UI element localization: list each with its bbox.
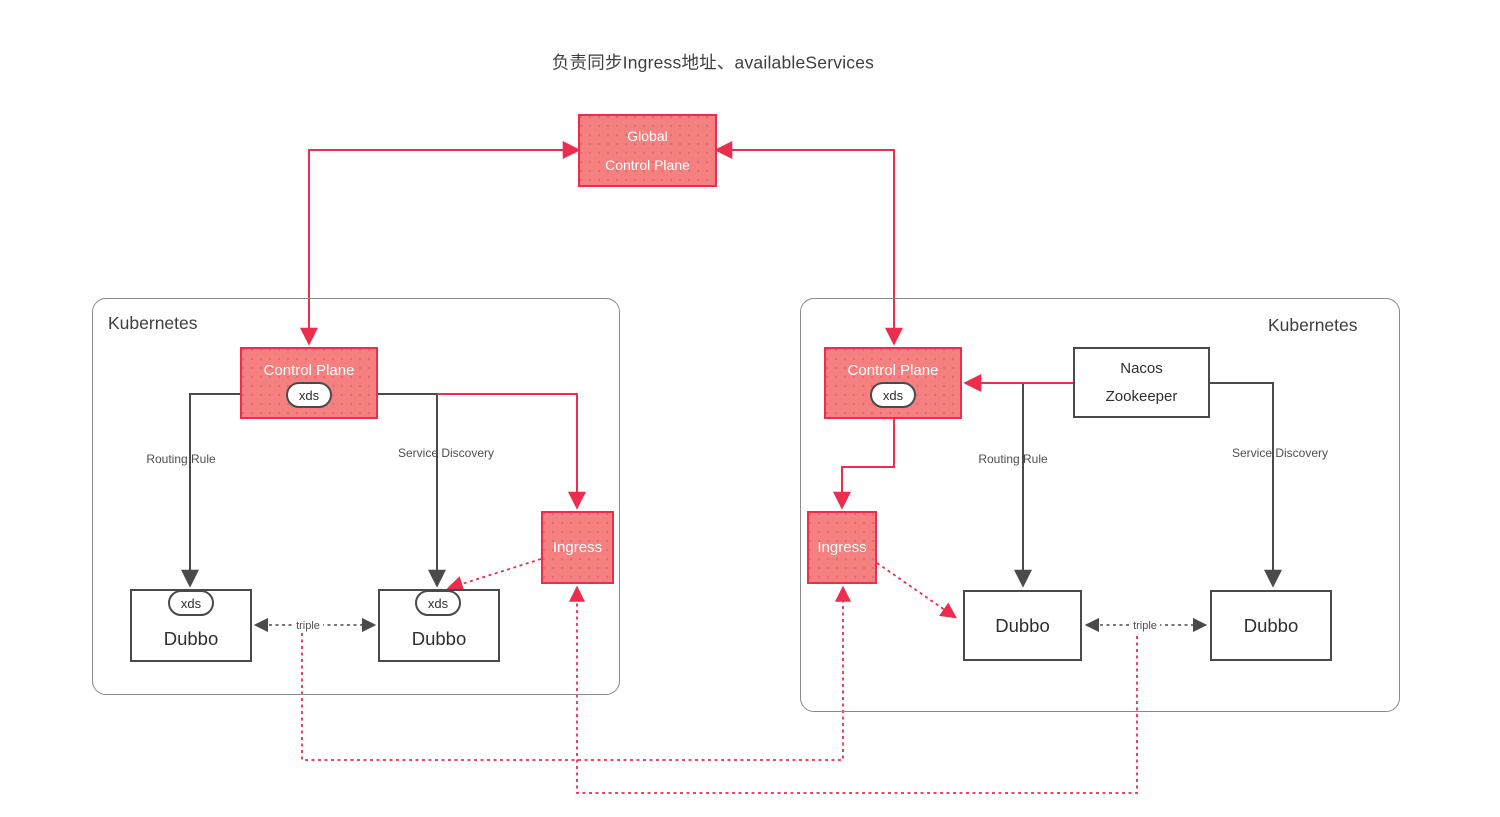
right-triple-label: triple — [1130, 620, 1160, 632]
xds-label: xds — [180, 595, 202, 611]
left-service-discovery-label: Service Discovery — [397, 446, 495, 460]
right-dubbo-a-label: Dubbo — [995, 614, 1050, 636]
right-dubbo-a-node: Dubbo — [963, 590, 1082, 661]
diagram-title: 负责同步Ingress地址、availableServices — [551, 52, 875, 73]
edge-global-to-left-control-plane — [300, 141, 581, 346]
left-routing-rule-label: Routing Rule — [146, 452, 216, 466]
right-kubernetes-cluster — [800, 298, 1400, 712]
left-control-plane-xds-badge: xds — [286, 382, 332, 408]
registry-line2: Zookeeper — [1105, 388, 1178, 405]
left-cluster-label: Kubernetes — [108, 313, 198, 333]
global-control-plane-line1: Global — [627, 128, 668, 145]
left-ingress-node: Ingress — [541, 511, 614, 584]
global-control-plane-node: Global Control Plane — [578, 114, 717, 187]
registry-node: Nacos Zookeeper — [1073, 347, 1210, 418]
right-routing-rule-label: Routing Rule — [978, 452, 1048, 466]
right-control-plane-xds-badge: xds — [870, 382, 916, 408]
left-dubbo-b-xds-badge: xds — [415, 590, 461, 616]
edge-right-cp-to-ingress — [833, 419, 895, 510]
left-dubbo-b-node: Dubbo — [378, 589, 500, 662]
right-control-plane-label: Control Plane — [847, 362, 939, 379]
right-ingress-node: Ingress — [807, 511, 877, 584]
registry-line1: Nacos — [1120, 360, 1163, 377]
left-dubbo-a-xds-badge: xds — [168, 590, 214, 616]
right-ingress-label: Ingress — [817, 539, 867, 556]
edge-right-triple-to-left-ingress — [568, 585, 1138, 794]
xds-label: xds — [427, 595, 449, 611]
xds-label: xds — [882, 387, 904, 403]
left-triple-label: triple — [293, 620, 323, 632]
edge-right-service-discovery — [1210, 382, 1282, 588]
edge-left-ingress-to-dubbo — [446, 558, 542, 592]
edge-global-to-right-control-plane — [714, 141, 903, 346]
left-kubernetes-cluster — [92, 298, 620, 695]
right-dubbo-b-node: Dubbo — [1210, 590, 1332, 661]
right-service-discovery-label: Service Discovery — [1231, 446, 1329, 460]
edge-left-triple-to-right-ingress — [301, 585, 852, 761]
left-dubbo-a-label: Dubbo — [163, 627, 219, 649]
xds-label: xds — [298, 387, 320, 403]
edge-right-ingress-to-dubbo — [876, 562, 957, 619]
right-dubbo-b-label: Dubbo — [1243, 614, 1299, 636]
left-control-plane-label: Control Plane — [263, 362, 355, 379]
right-cluster-label: Kubernetes — [1268, 315, 1358, 335]
left-dubbo-a-node: Dubbo — [130, 589, 252, 662]
left-ingress-label: Ingress — [552, 539, 603, 556]
left-dubbo-b-label: Dubbo — [411, 627, 467, 649]
edge-left-cp-to-ingress — [437, 393, 586, 510]
global-control-plane-line2: Control Plane — [605, 156, 690, 173]
